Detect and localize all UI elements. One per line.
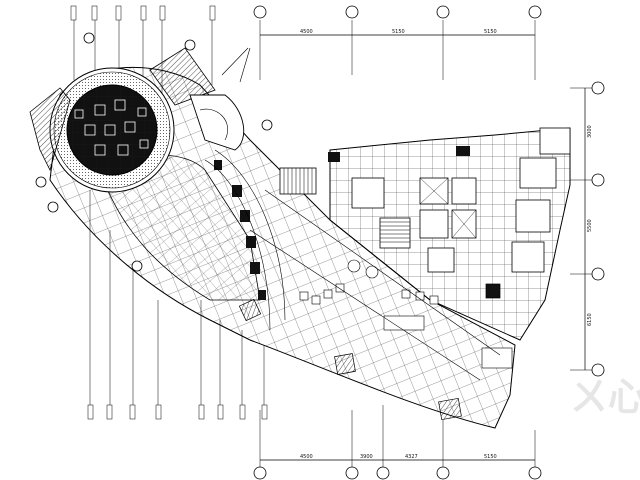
right-core-block [329,127,571,341]
column-strip [214,160,266,300]
feature-tiles [238,146,501,421]
bottom-left-label-tags [87,190,268,420]
bottom-dim-2: 3900 [360,454,373,460]
watermark: ㄨ心 [570,375,640,419]
top-dim-3: 5150 [484,29,497,35]
top-pavilion [149,47,216,106]
left-wedge [29,87,71,172]
bottom-dim-3: 4327 [405,454,418,460]
top-dim-1: 4500 [300,29,313,35]
right-dimension-line: 3000 5500 6150 [570,87,598,371]
staircase-left [279,167,317,195]
bottom-dim-1: 4500 [300,454,313,460]
bottom-axis-markers [253,466,542,480]
right-dim-3: 6150 [587,313,593,326]
lounge-furniture [299,259,513,369]
service-rooms [351,127,571,273]
top-dimension-line: 4500 5150 5150 [259,20,536,80]
staircase-core [379,217,411,249]
bottom-dimension-line: 4500 3900 4327 5150 [259,405,536,475]
right-dim-2: 5500 [587,219,593,232]
right-dim-1: 3000 [587,125,593,138]
circular-hall [49,67,175,193]
top-dim-2: 5150 [392,29,405,35]
room-crosses [419,177,477,239]
left-callouts [35,32,273,272]
right-axis-markers [591,81,605,377]
top-axis-markers [253,5,542,19]
structure-lines [204,47,501,381]
top-left-label-tags [70,5,216,95]
bottom-dim-4: 5150 [484,454,497,460]
side-lobby [189,94,245,151]
